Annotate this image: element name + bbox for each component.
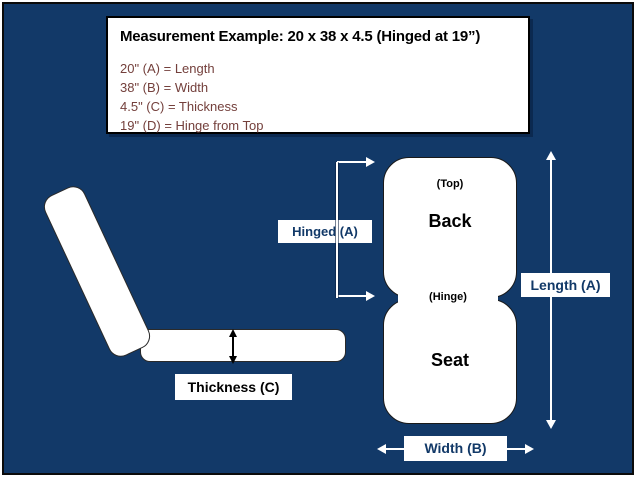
thickness-arrowhead-up-icon [229,329,237,337]
thickness-arrowhead-down-icon [229,356,237,364]
measurement-example-box: Measurement Example: 20 x 38 x 4.5 (Hing… [106,16,530,134]
seat-cushion-shape: Seat [383,299,517,424]
top-label: (Top) [436,178,464,190]
measurement-title: Measurement Example: 20 x 38 x 4.5 (Hing… [120,28,481,45]
hinge-junction-label: (Hinge) [398,289,498,306]
length-label: Length (A) [521,273,610,297]
side-view-seat-cushion [140,329,346,362]
length-arrowhead-up-icon [546,151,556,160]
measurement-line-thickness: 4.5" (C) = Thickness [120,99,238,114]
hinged-bracket-top-arm [337,161,366,163]
back-label: Back [428,211,472,231]
width-arrowhead-right-icon [525,444,534,454]
measurement-line-width: 38" (B) = Width [120,80,209,95]
thickness-label: Thickness (C) [175,374,292,400]
hinged-bracket-top-arrowhead-icon [366,157,375,167]
back-cushion-shape: (Top) Back [383,157,517,298]
width-arrowhead-left-icon [377,444,386,454]
measurement-line-length: 20" (A) = Length [120,61,215,76]
width-label: Width (B) [404,436,507,461]
length-arrowhead-down-icon [546,420,556,429]
seat-label: Seat [430,350,470,370]
hinged-bracket-bottom-arm [337,295,366,297]
hinged-label: Hinged (A) [278,220,372,243]
measurement-line-hinge: 19" (D) = Hinge from Top [120,118,264,133]
hinged-bracket-bottom-arrowhead-icon [366,291,375,301]
hinged-bracket-line [336,162,338,298]
thickness-arrow [232,333,234,360]
